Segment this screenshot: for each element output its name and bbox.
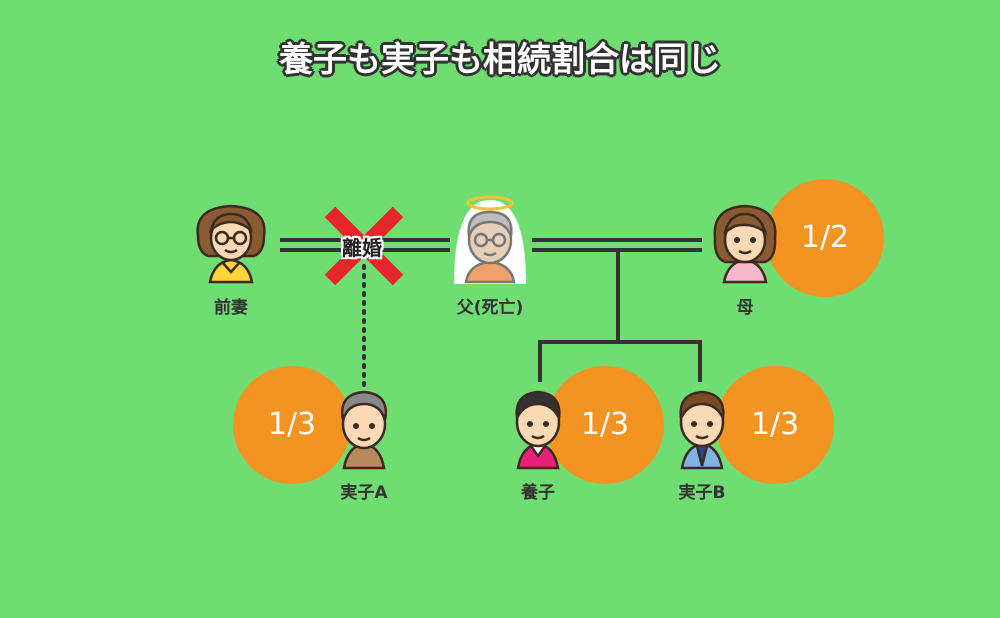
share-circle-mother xyxy=(766,179,884,297)
man-pink-shirt-icon xyxy=(515,390,561,470)
marriage-line-current xyxy=(532,238,702,252)
divorce-cross-icon xyxy=(324,206,404,286)
label-mother: 母 xyxy=(736,298,754,318)
deceased-father-halo-icon xyxy=(454,195,526,284)
boy-suit-icon xyxy=(679,390,725,470)
diagram-title: 養子も実子も相続割合は同じ xyxy=(279,40,721,80)
label-child-a: 実子A xyxy=(340,483,388,503)
share-child-b: 1/3 xyxy=(750,407,800,442)
label-child-b: 実子B xyxy=(678,483,726,503)
share-mother: 1/2 xyxy=(800,220,850,255)
divorce-label: 離婚 xyxy=(342,236,382,260)
woman-glasses-icon xyxy=(196,204,266,284)
man-gray-hair-icon xyxy=(340,390,388,470)
mother-icon xyxy=(713,204,777,284)
share-circle-adopted xyxy=(546,366,664,484)
share-circle-child-b xyxy=(716,366,834,484)
label-father: 父(死亡) xyxy=(456,298,524,318)
share-adopted: 1/3 xyxy=(580,407,630,442)
share-circle-child-a xyxy=(233,366,351,484)
children-connector xyxy=(538,250,702,382)
label-ex-wife: 前妻 xyxy=(214,298,248,318)
label-adopted: 養子 xyxy=(521,483,555,503)
share-child-a: 1/3 xyxy=(267,407,317,442)
